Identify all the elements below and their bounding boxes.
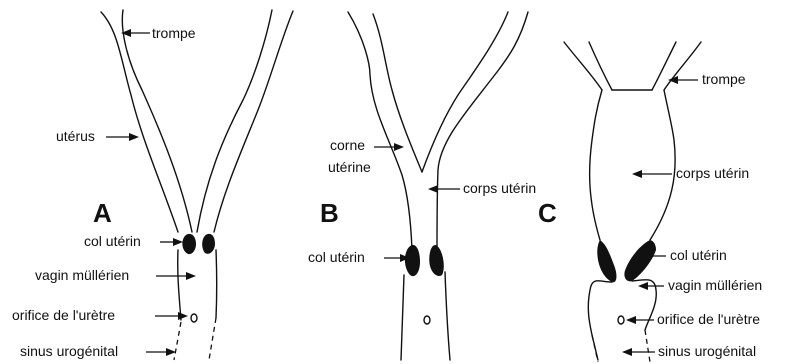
- panel-c-arrowhead-sinus: [622, 348, 632, 356]
- panel-a: A trompe utérus col utérin vagin mülléri…: [12, 10, 293, 360]
- panel-b-urethra-orifice: [424, 316, 430, 324]
- panel-c-label-corps: corps utérin: [676, 165, 749, 181]
- panel-a-right-duct-outer: [214, 11, 293, 232]
- panel-a-label-uterus: utérus: [56, 128, 95, 144]
- panel-a-left-duct-inner: [122, 10, 192, 232]
- panel-a-arrowhead-orifice: [178, 312, 188, 320]
- panel-c-right-tube-outer: [664, 42, 701, 90]
- panel-a-sinus-left: [174, 322, 181, 360]
- panel-b-letter: B: [320, 198, 339, 228]
- panel-b-label-corne-1: corne: [330, 137, 365, 153]
- panel-b-outer-left: [348, 12, 412, 250]
- panel-a-vagina-right: [216, 250, 217, 318]
- panel-b-cervix-left: [405, 245, 420, 276]
- panel-a-label-orifice: orifice de l'urètre: [12, 307, 115, 323]
- panel-c-urethra-orifice: [618, 316, 624, 324]
- panel-c-body-left: [590, 90, 602, 240]
- panel-b-label-corne-2: utérine: [328, 159, 371, 175]
- panel-c-body-right: [650, 90, 675, 240]
- panel-b-inner-right: [422, 12, 508, 172]
- panel-b-label-corps: corps utérin: [463, 180, 536, 196]
- panel-c-letter: C: [538, 198, 557, 228]
- panel-c-arrowhead-corps: [632, 170, 642, 178]
- panel-c-arrowhead-vagin: [638, 282, 648, 290]
- panel-a-label-trompe: trompe: [152, 25, 196, 41]
- panel-a-arrowhead-col: [173, 238, 183, 246]
- panel-b-arrowhead-corne: [394, 143, 404, 151]
- panel-b: B corne utérine corps utérin col utérin: [308, 12, 536, 360]
- panel-c-arrowhead-orifice: [626, 316, 636, 324]
- panel-c-label-trompe: trompe: [702, 71, 746, 87]
- panel-a-cervix-right: [202, 234, 215, 254]
- panel-a-vagina-left: [178, 250, 181, 320]
- panel-a-sinus-right: [209, 318, 216, 360]
- panel-c-left-tube-inner: [589, 42, 612, 90]
- panel-a-label-vagin: vagin müllérien: [35, 267, 129, 283]
- panel-a-label-sinus: sinus urogénital: [20, 343, 118, 359]
- panel-c-label-orifice: orifice de l'urètre: [657, 311, 760, 327]
- panel-c-right-tube-inner: [652, 42, 676, 90]
- panel-c-label-vagin: vagin müllérien: [668, 277, 762, 293]
- panel-a-arrowhead-sinus: [166, 348, 176, 356]
- panel-b-label-col: col utérin: [308, 249, 365, 265]
- panel-c-sinus-right: [645, 330, 650, 362]
- panel-a-label-col-uterin: col utérin: [84, 233, 141, 249]
- panel-a-right-duct-inner: [197, 10, 272, 232]
- panel-b-vagina-right: [445, 272, 450, 360]
- panel-b-vagina-left: [401, 275, 404, 360]
- panel-c-cervix-left: [597, 240, 616, 282]
- panel-a-letter: A: [93, 198, 112, 228]
- panel-b-arrowhead-corps: [428, 185, 438, 193]
- panel-c-vagina-left: [588, 281, 612, 360]
- panel-a-left-duct-outer: [101, 12, 178, 232]
- panel-a-urethra-orifice: [191, 314, 197, 322]
- panel-a-cervix-left: [182, 234, 196, 254]
- panel-c: C trompe corps utérin col utérin vagin m…: [538, 42, 762, 362]
- panel-c-left-tube-outer: [564, 42, 602, 90]
- panel-c-label-sinus: sinus urogénital: [658, 343, 756, 359]
- panel-b-outer-right: [437, 12, 528, 250]
- panel-c-cervix-right: [624, 240, 656, 281]
- panel-b-cervix-right: [429, 245, 444, 276]
- panel-c-label-col: col utérin: [670, 247, 727, 263]
- panel-a-arrowhead-vagin: [186, 272, 196, 280]
- panel-a-arrowhead-uterus: [129, 133, 139, 141]
